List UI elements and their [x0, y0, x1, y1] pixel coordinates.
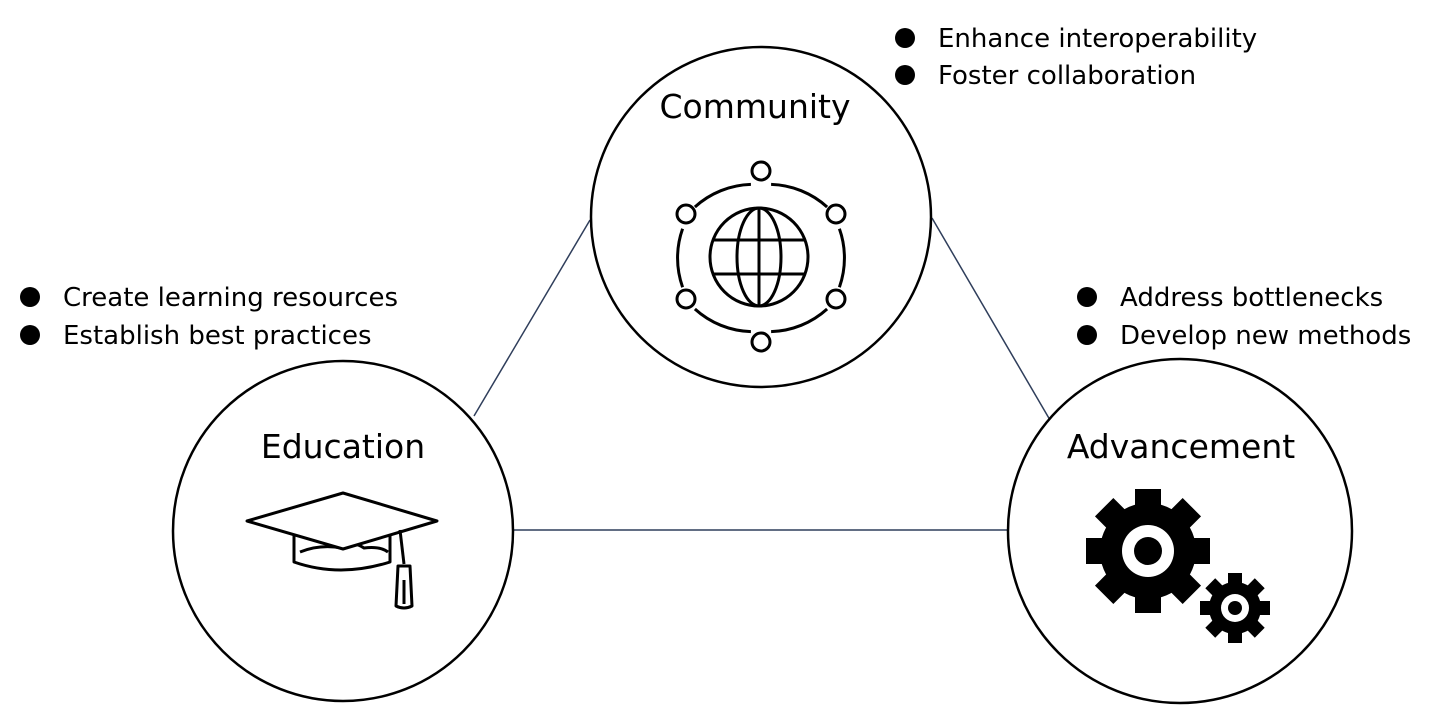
advancement-bullet-1: Address bottlenecks — [1120, 283, 1383, 313]
community-bullets: Enhance interoperability Foster collabor… — [895, 24, 1257, 91]
small-gear-icon — [1200, 573, 1270, 643]
graduation-cap-icon — [245, 491, 439, 610]
advancement-bullets: Address bottlenecks Develop new methods — [1077, 283, 1411, 351]
education-bullets: Create learning resources Establish best… — [20, 283, 398, 351]
education-bullet-2: Establish best practices — [63, 321, 372, 351]
bullet-dot — [1077, 325, 1097, 345]
community-title: Community — [660, 87, 851, 126]
globe-network-icon — [675, 160, 847, 353]
bullet-dot — [20, 325, 40, 345]
connector-education-community — [473, 219, 591, 417]
advancement-node: Advancement — [1006, 357, 1354, 705]
bullet-dot — [20, 287, 40, 307]
advancement-bullet-2: Develop new methods — [1120, 321, 1411, 351]
connector-community-advancement — [931, 217, 1051, 421]
bullet-dot — [895, 65, 915, 85]
education-bullet-1: Create learning resources — [63, 283, 398, 313]
education-node: Education — [171, 359, 515, 703]
community-node: Community — [589, 45, 933, 389]
education-title: Education — [261, 427, 425, 466]
connectors — [473, 217, 1051, 531]
community-bullet-2: Foster collaboration — [938, 61, 1196, 91]
advancement-title: Advancement — [1067, 427, 1295, 466]
bullet-dot — [1077, 287, 1097, 307]
large-gear-icon — [1086, 489, 1210, 613]
bullet-dot — [895, 28, 915, 48]
community-bullet-1: Enhance interoperability — [938, 24, 1257, 54]
